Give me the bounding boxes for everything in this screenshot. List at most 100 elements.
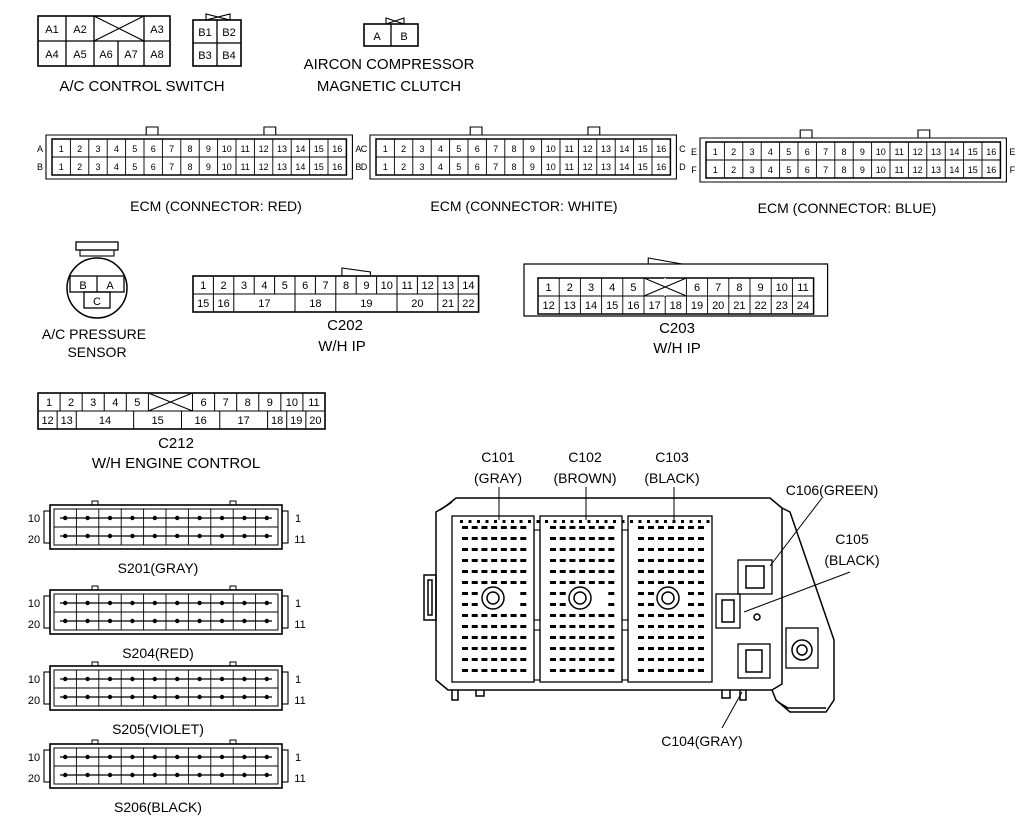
pin-bottom-7: 7 [823,165,828,175]
pin-bottom-7: 7 [493,162,498,172]
pin-11: 11 [294,619,305,631]
pin-a8: A8 [150,49,163,61]
pin-b3: B3 [198,50,211,62]
pin-bottom-13: 13 [277,162,287,172]
aircon-label-1: AIRCON COMPRESSOR [304,56,475,73]
pin-1: 1 [295,674,301,686]
pin-bottom-9: 9 [206,162,211,172]
pin-top-11: 11 [895,147,904,157]
pin-row2-4: 19 [360,298,372,310]
pin-bottom-15: 15 [314,162,324,172]
c203-sublabel: W/H IP [653,340,701,357]
row-label-left-top: C [361,144,368,154]
pin-bottom-1: 1 [713,165,718,175]
pin-20: 20 [28,619,40,631]
pin-bottom-12: 12 [259,162,269,172]
pin-bottom-4: 16 [627,300,639,312]
pin-c: C [93,296,101,308]
pin-top-14: 14 [949,147,959,157]
pin-b2: B2 [222,27,235,39]
pin-10: 10 [28,674,40,686]
pin-20: 20 [28,534,40,546]
pin-4: 4 [261,280,267,292]
row-label-left-bottom: F [691,165,697,175]
pin-bottom-8: 20 [309,415,321,427]
ecm-connector-blue: 1122334455667788991010111112121313141415… [691,129,1016,183]
pin-bottom-11: 23 [776,300,788,312]
pin-8: 8 [343,280,349,292]
fuse-slot-grid [460,520,710,672]
pin-top-7: 7 [169,144,174,154]
pin-bottom-8: 8 [187,162,192,172]
pin-bottom-1: 13 [564,300,576,312]
pin-bottom-3: 3 [419,162,424,172]
pin-top-5: 5 [456,144,461,154]
pin-a7: A7 [124,49,137,61]
pin-top-14: 14 [295,144,305,154]
pin-row2-1: 16 [217,298,229,310]
pin-top-6: 6 [805,147,810,157]
pin-a4: A4 [45,49,58,61]
ecm-white-label: ECM (CONNECTOR: WHITE) [430,198,617,214]
pin-5: 5 [282,280,288,292]
pin-row2-5: 20 [411,298,423,310]
pin-11: 11 [294,534,305,546]
pin-top-1: 1 [713,147,718,157]
pin-top-15: 15 [968,147,978,157]
pin-1: 1 [295,598,301,610]
pin-bottom-10: 10 [546,162,556,172]
pin-bottom-7: 19 [290,415,302,427]
pin-bottom-5: 5 [132,162,137,172]
c106-label: C106(GREEN) [786,482,879,498]
pin-a3: A3 [150,24,163,36]
pin-top-7: 7 [823,147,828,157]
pin-top-9: 9 [758,282,764,294]
pin-top-7: 7 [493,144,498,154]
row-label-right-bottom: D [679,162,686,172]
pin-top-8: 8 [245,397,251,409]
row-label-right-bottom: F [1010,165,1016,175]
pin-bottom-4: 4 [114,162,119,172]
pin-bottom-12: 12 [583,162,593,172]
ecm-blue-label: ECM (CONNECTOR: BLUE) [758,200,937,216]
pin-top-3: 4 [112,397,118,409]
pin-top-2: 2 [77,144,82,154]
pin-top-10: 10 [222,144,232,154]
pin-1: 1 [200,280,206,292]
s-connector-label: S204(RED) [122,645,194,661]
pin-top-9: 9 [530,144,535,154]
pin-bottom-2: 2 [731,165,736,175]
pin-a2: A2 [73,24,86,36]
pin-bottom-13: 13 [601,162,611,172]
pin-bottom-10: 10 [222,162,232,172]
pin-bottom-8: 20 [712,300,724,312]
pin-bottom-2: 14 [585,300,597,312]
pin-top-13: 13 [931,147,941,157]
pin-bottom-15: 15 [638,162,648,172]
pin-top-4: 5 [134,397,140,409]
pin-top-5: 5 [132,144,137,154]
pin-top-1: 1 [59,144,64,154]
pin-top-8: 8 [736,282,742,294]
s-connector-label: S206(BLACK) [114,799,202,815]
c202-label: C202 [327,317,363,334]
pin-11: 11 [294,773,305,785]
pin-top-2: 3 [90,397,96,409]
pin-top-10: 10 [546,144,556,154]
pin-7: 7 [323,280,329,292]
pin-top-2: 2 [401,144,406,154]
ecm-connector-white: 1122334455667788991010111112121313141415… [361,126,686,180]
pin-row2-6: 21 [442,298,454,310]
pin-top-4: 4 [114,144,119,154]
pin-bottom-11: 11 [895,165,904,175]
pin-bottom-16: 16 [656,162,666,172]
pin-b1: B1 [198,27,211,39]
pressure-sensor-label-2: SENSOR [67,344,126,360]
pin-10: 10 [28,513,40,525]
pin-bottom-12: 24 [797,300,809,312]
c105-color: (BLACK) [824,552,879,568]
pin-top-1: 2 [68,397,74,409]
